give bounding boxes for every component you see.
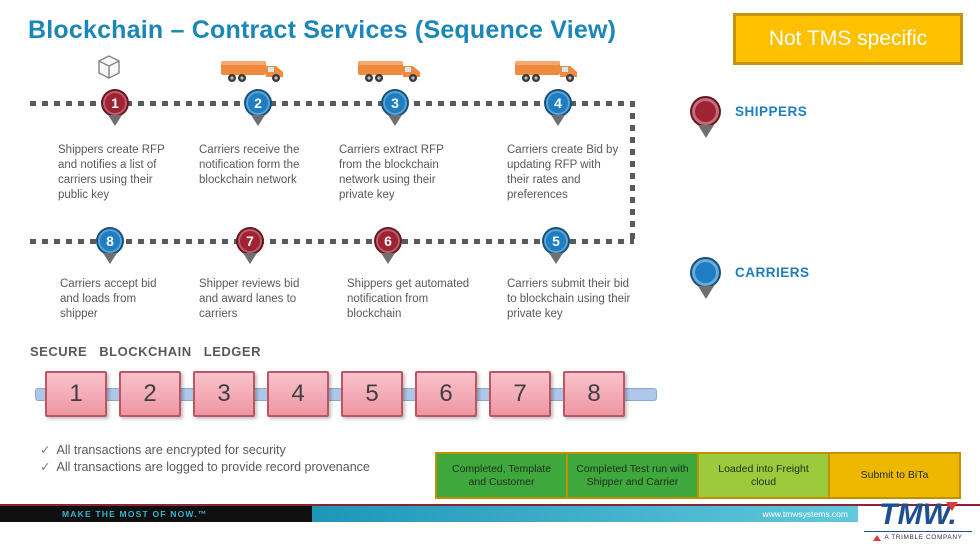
pin-tip-icon [108,115,122,126]
truck-icon [220,58,286,89]
tmw-logo-rule [864,531,972,532]
legend-shippers-label: SHIPPERS [735,104,808,119]
pin-tip-icon [103,253,117,264]
checklist-item: ✓ All transactions are logged to provide … [40,459,370,474]
pin-tip-icon [381,253,395,264]
check-icon: ✓ [40,443,51,457]
ledger-block-4: 4 [267,371,329,417]
tmw-logo-text: TMW. [879,498,957,531]
step-marker-2: 2 [242,89,274,126]
carriers-pin-icon [690,257,721,299]
pin-tip-icon [251,115,265,126]
truck-icon [357,58,423,89]
pin-icon: 8 [96,227,124,255]
step-text-1: Shippers create RFP and notifies a list … [58,144,165,201]
step-marker-4: 4 [542,89,574,126]
footer-band: MAKE THE MOST OF NOW.™ www.tmwsystems.co… [0,506,858,522]
truck-icon [514,58,580,89]
sequence-path-right [630,101,635,243]
checklist-text: All transactions are encrypted for secur… [56,443,286,457]
step-marker-8: 8 [94,227,126,264]
pin-tip-icon [388,115,402,126]
step-text-6: Shippers get automated notification from… [347,278,470,320]
step-text-3: Carriers extract RFP from the blockchain… [339,144,444,201]
ledger-block-3: 3 [193,371,255,417]
page-title: Blockchain – Contract Services (Sequence… [28,16,617,44]
ledger-block-5: 5 [341,371,403,417]
pin-tip-icon [243,253,257,264]
ledger-block-8: 8 [563,371,625,417]
tmw-logo-subtitle-text: A TRIMBLE COMPANY [884,534,963,541]
footer-tagline: MAKE THE MOST OF NOW.™ [0,506,312,522]
pin-icon: 5 [542,227,570,255]
ledger-block-1: 1 [45,371,107,417]
shippers-pin-icon [690,96,721,138]
pin-icon: 3 [381,89,409,117]
pin-icon: 7 [236,227,264,255]
legend-shippers: SHIPPERS [690,96,807,138]
pin-tip-icon [551,115,565,126]
step-text-2: Carriers receive the notification form t… [199,144,300,186]
pin-icon: 1 [101,89,129,117]
status-row: Completed, Template and Customer Complet… [435,452,961,499]
step-text-7: Shipper reviews bid and award lanes to c… [199,278,300,320]
step-marker-7: 7 [234,227,266,264]
status-box-loaded-freight-cloud: Loaded into Freight cloud [697,452,830,499]
step-marker-1: 1 [99,89,131,126]
status-box-completed-testrun: Completed Test run with Shipper and Carr… [566,452,699,499]
checklist-text: All transactions are logged to provide r… [56,460,370,474]
sequence-path-bottom [30,239,634,244]
pin-icon: 6 [374,227,402,255]
package-icon [96,54,122,85]
tmw-logo: TMW. A TRIMBLE COMPANY [864,500,972,541]
status-box-completed-template: Completed, Template and Customer [435,452,568,499]
checklist-item: ✓ All transactions are encrypted for secu… [40,442,286,457]
tmw-red-triangle-icon [946,502,958,511]
step-marker-5: 5 [540,227,572,264]
step-text-4: Carriers create Bid by updating RFP with… [507,144,619,201]
ledger-block-6: 6 [415,371,477,417]
pin-tip-icon [549,253,563,264]
footer-accent-line [0,504,980,506]
legend-carriers-label: CARRIERS [735,265,810,280]
not-tms-badge: Not TMS specific [733,13,963,65]
tmw-logo-subtitle: A TRIMBLE COMPANY [864,534,972,541]
step-marker-3: 3 [379,89,411,126]
step-text-5: Carriers submit their bid to blockchain … [507,278,631,320]
sequence-path-top [30,101,634,106]
step-marker-6: 6 [372,227,404,264]
pin-icon: 4 [544,89,572,117]
footer-url: www.tmwsystems.com [312,506,858,522]
step-text-8: Carriers accept bid and loads from shipp… [60,278,157,320]
ledger-heading: SECURE BLOCKCHAIN LEDGER [30,344,261,359]
ledger-block-7: 7 [489,371,551,417]
pin-icon: 2 [244,89,272,117]
legend-carriers: CARRIERS [690,257,810,299]
check-icon: ✓ [40,460,51,474]
ledger-block-2: 2 [119,371,181,417]
status-box-submit-bita: Submit to BiTa [828,452,961,499]
trimble-triangle-icon [873,534,882,541]
